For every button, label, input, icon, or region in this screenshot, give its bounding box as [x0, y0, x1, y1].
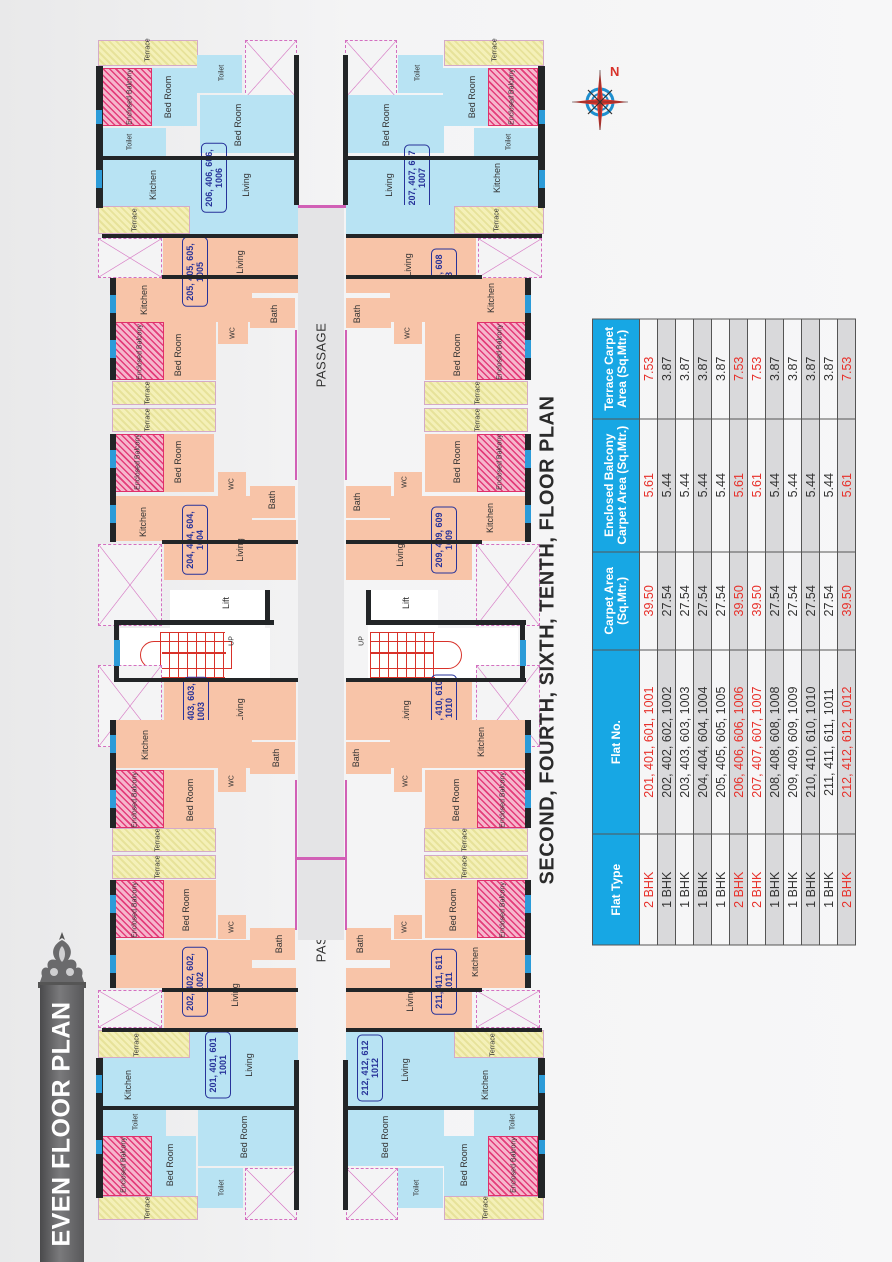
table-cell: 3.87 [765, 318, 783, 419]
table-cell: 212, 412, 612, 1012 [837, 649, 855, 834]
passage-label-top: PASSAGE [313, 322, 329, 388]
flat-206-tag[interactable]: 206, 406, 606, 1006 [201, 143, 227, 213]
table-cell: 27.54 [657, 551, 675, 650]
table-cell: 5.44 [657, 418, 675, 552]
table-cell: 2 BHK [729, 834, 747, 945]
flat-207-tag[interactable]: 207, 407, 607 1007 [404, 144, 430, 212]
north-compass-icon: N [572, 64, 628, 130]
table-cell: 3.87 [657, 318, 675, 419]
flat-211-tag[interactable]: 211, 411, 611 1011 [431, 949, 457, 1015]
table-cell: 27.54 [693, 551, 711, 650]
table-cell: 1 BHK [711, 834, 729, 945]
table-cell: 203, 403, 603, 1003 [675, 649, 693, 834]
table-cell: 1 BHK [693, 834, 711, 945]
table-cell: 210, 410, 610, 1010 [801, 649, 819, 834]
col-flat-no: Flat No. [592, 649, 639, 834]
even-floor-plan-banner: EVEN FLOOR PLAN [40, 985, 84, 1262]
table-cell: 3.87 [693, 318, 711, 419]
table-cell: 5.61 [837, 418, 855, 552]
table-cell: 39.50 [837, 551, 855, 650]
table-cell: 1 BHK [657, 834, 675, 945]
flat-205-tag[interactable]: 205, 405, 605, 1005 [182, 237, 208, 307]
table-cell: 3.87 [711, 318, 729, 419]
table-cell: 5.44 [693, 418, 711, 552]
table-cell: 7.53 [729, 318, 747, 419]
table-cell: 3.87 [801, 318, 819, 419]
table-cell: 1 BHK [783, 834, 801, 945]
table-cell: 3.87 [819, 318, 837, 419]
svg-text:N: N [610, 64, 619, 79]
table-cell: 5.44 [711, 418, 729, 552]
flat-212-tag[interactable]: 212, 412, 612 1012 [357, 1034, 383, 1102]
passage-lower [298, 860, 344, 940]
table-cell: 1 BHK [765, 834, 783, 945]
table-cell: 1 BHK [819, 834, 837, 945]
col-carpet-area: Carpet Area (Sq.Mtr.) [592, 551, 639, 650]
table-cell: 1 BHK [675, 834, 693, 945]
table-cell: 5.61 [747, 418, 765, 552]
table-cell: 39.50 [729, 551, 747, 650]
flat-201-tag[interactable]: 201, 401, 601 1001 [205, 1031, 231, 1099]
table-cell: 5.44 [765, 418, 783, 552]
col-flat-type: Flat Type [592, 834, 639, 945]
table-cell: 27.54 [819, 551, 837, 650]
flat-202-tag[interactable]: 202, 402, 602, 1002 [182, 947, 208, 1017]
table-cell: 207, 407, 607, 1007 [747, 649, 765, 834]
table-cell: 2 BHK [639, 834, 657, 945]
table-header-row: Flat Type Flat No. Carpet Area (Sq.Mtr.)… [592, 318, 639, 945]
table-cell: 3.87 [783, 318, 801, 419]
table-cell: 7.53 [747, 318, 765, 419]
table-cell: 7.53 [639, 318, 657, 419]
table-cell: 5.44 [801, 418, 819, 552]
table-cell: 27.54 [765, 551, 783, 650]
table-cell: 27.54 [711, 551, 729, 650]
area-table: Flat Type Flat No. Carpet Area (Sq.Mtr.)… [592, 318, 855, 945]
page-title: SECOND, FOURTH, SIXTH, TENTH, FLOOR PLAN [536, 395, 559, 885]
table-cell: 202, 402, 602, 1002 [657, 649, 675, 834]
col-terrace-area: Terrace Carpet Area (Sq.Mtr.) [592, 318, 639, 419]
table-cell: 39.50 [747, 551, 765, 650]
table-cell: 27.54 [783, 551, 801, 650]
passage [298, 205, 344, 860]
table-cell: 27.54 [675, 551, 693, 650]
table-cell: 206, 406, 606, 1006 [729, 649, 747, 834]
table-cell: 1 BHK [801, 834, 819, 945]
table-cell: 39.50 [639, 551, 657, 650]
table-cell: 201, 401, 601, 1001 [639, 649, 657, 834]
table-cell: 211, 411, 611, 1011 [819, 649, 837, 834]
table-cell: 208, 408, 608, 1008 [765, 649, 783, 834]
table-cell: 5.44 [819, 418, 837, 552]
table-cell: 2 BHK [747, 834, 765, 945]
table-cell: 5.44 [675, 418, 693, 552]
table-cell: 7.53 [837, 318, 855, 419]
table-cell: 209, 409, 609, 1009 [783, 649, 801, 834]
table-cell: 2 BHK [837, 834, 855, 945]
table-cell: 205, 405, 605, 1005 [711, 649, 729, 834]
table-cell: 5.61 [639, 418, 657, 552]
table-cell: 5.61 [729, 418, 747, 552]
col-balcony-area: Enclosed Balcony Carpet Area (Sq.Mtr.) [592, 418, 639, 552]
table-cell: 3.87 [675, 318, 693, 419]
table-cell: 204, 404, 604, 1004 [693, 649, 711, 834]
table-cell: 5.44 [783, 418, 801, 552]
table-cell: 27.54 [801, 551, 819, 650]
